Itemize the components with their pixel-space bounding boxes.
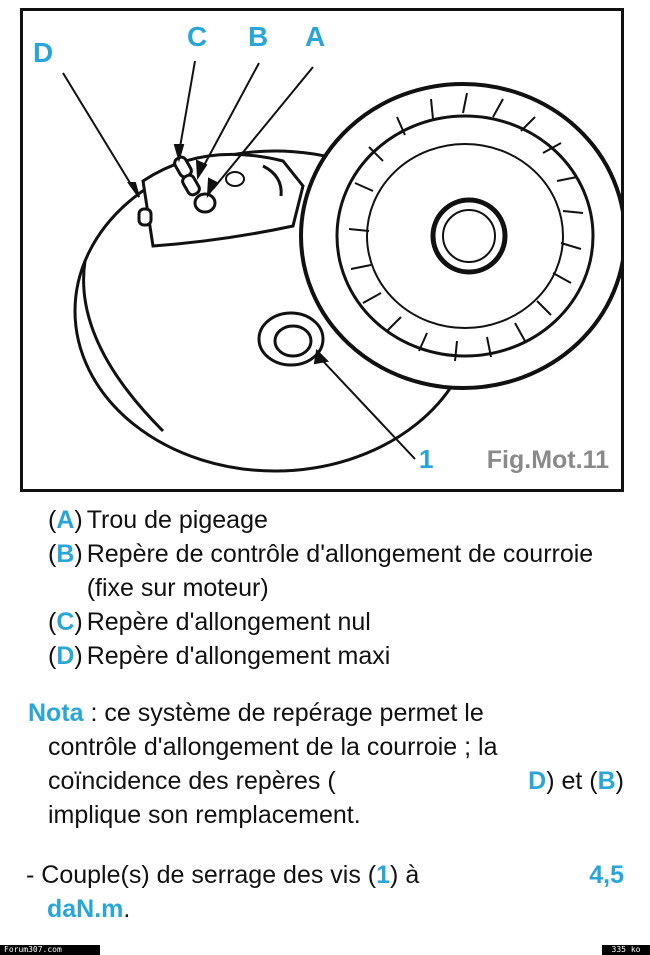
legend-item-b: (B) Repère de contrôle d'allongement de … xyxy=(48,537,638,605)
note-paragraph: Nota : ce système de repérage permet le … xyxy=(28,699,624,829)
legend: (A) Trou de pigeage (B) Repère de contrô… xyxy=(48,503,638,673)
pulley-ring xyxy=(335,114,595,358)
label-c: C xyxy=(187,21,208,52)
legend-text: Repère d'allongement nul xyxy=(86,608,371,636)
label-b: B xyxy=(248,21,269,52)
footer-site: Forum307.com xyxy=(0,945,100,955)
leader-lines xyxy=(62,60,416,460)
legend-key: (C) xyxy=(48,608,83,636)
mark-a xyxy=(193,192,217,214)
label-a: A xyxy=(305,21,326,52)
mark-b xyxy=(181,173,201,197)
legend-item-d: (D) Repère d'allongement maxi xyxy=(48,639,638,673)
torque-value: 4,5 xyxy=(589,861,624,889)
torque-unit: daN.m xyxy=(47,895,124,923)
note-line-3: coïncidence des repères ( D) et (B) xyxy=(48,767,624,795)
footer-size: 335 ko xyxy=(602,945,650,955)
tensioner-body-side xyxy=(82,260,165,433)
figure-frame: D C B A 1 Fig.Mot.11 xyxy=(20,8,624,492)
legend-key: (B) xyxy=(48,540,83,568)
legend-item-c: (C) Repère d'allongement nul xyxy=(48,605,638,639)
legend-text: Repère d'allongement maxi xyxy=(86,642,391,670)
label-1: 1 xyxy=(419,444,434,474)
legend-key: (D) xyxy=(48,642,83,670)
mark-d xyxy=(137,207,153,227)
legend-text: Repère de contrôle d'allongement de cour… xyxy=(86,540,594,602)
label-d: D xyxy=(33,37,54,68)
tensioner-drawing xyxy=(62,60,621,473)
note-heading: Nota xyxy=(28,699,84,727)
legend-item-a: (A) Trou de pigeage xyxy=(48,503,638,537)
torque-spec: - Couple(s) de serrage des vis (1) à 4,5… xyxy=(26,858,624,926)
torque-line: - Couple(s) de serrage des vis (1) à 4,5 xyxy=(26,858,624,892)
figure-title: Fig.Mot.11 xyxy=(486,446,609,474)
legend-key: (A) xyxy=(48,506,83,534)
pulley-vanes xyxy=(348,92,584,362)
legend-text: Trou de pigeage xyxy=(86,506,268,534)
